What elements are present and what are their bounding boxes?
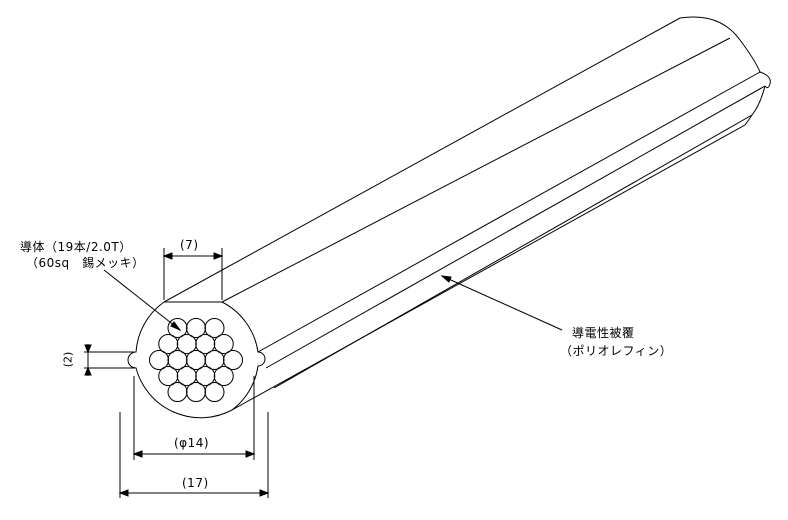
conductor-strand <box>204 317 225 338</box>
conductor-strand <box>213 366 234 387</box>
dim-diameter-label: (φ14) <box>174 436 210 450</box>
conductor-strand <box>167 382 188 403</box>
cable-cross-section <box>127 301 266 419</box>
conductor-leader-arrow <box>170 321 182 332</box>
conductor-strand <box>213 333 234 354</box>
dim-ridge-height <box>84 344 134 376</box>
jacket-bottom-line <box>231 124 746 411</box>
conductor-strand <box>186 382 206 403</box>
coating-label-line2: （ポリオレフィン） <box>560 344 673 358</box>
conductor-strand <box>204 382 225 403</box>
dim-tab-width-label: (7) <box>180 238 199 252</box>
conductor-leader <box>103 269 181 331</box>
dim-tab-arrow-left <box>162 252 173 260</box>
cable-far-end <box>679 16 771 126</box>
dim-ridge-arrow-bottom <box>84 366 92 376</box>
conductor-label-line1: 導体（19本/2.0T） <box>20 240 132 254</box>
conductor-strands <box>149 317 243 403</box>
coating-leader-arrow <box>440 275 452 283</box>
far-end-cap <box>679 16 761 73</box>
jacket-mid-line <box>265 85 766 369</box>
cable-body-lines <box>163 17 766 411</box>
dim-total-width-label: (17) <box>182 476 209 490</box>
dim-total-arrow-left <box>118 489 129 497</box>
top-tab-inner-line <box>221 37 731 303</box>
dim-ridge-height-label: (2) <box>61 351 75 368</box>
conductor-label-line2: （60sq 錫メッキ） <box>26 256 145 270</box>
leader-lines <box>103 269 563 332</box>
dim-total-arrow-right <box>259 489 270 497</box>
far-end-tab <box>759 71 771 89</box>
conductor-strand <box>223 350 243 370</box>
coating-label-line1: 導電性被覆 <box>572 326 635 340</box>
top-tab-edge-line <box>163 17 681 303</box>
dim-tab-arrow-right <box>213 252 224 260</box>
dim-ridge-arrow-top <box>84 344 92 354</box>
dim-dia-arrow-left <box>132 450 143 458</box>
coating-leader <box>441 275 563 331</box>
dim-diameter <box>132 376 256 460</box>
jacket-outline <box>127 301 266 419</box>
dim-dia-arrow-right <box>245 450 256 458</box>
dim-tab-width <box>162 248 224 300</box>
dim-total-width <box>118 412 270 498</box>
far-end-lower <box>744 85 766 126</box>
jacket-upper-line <box>257 71 761 353</box>
